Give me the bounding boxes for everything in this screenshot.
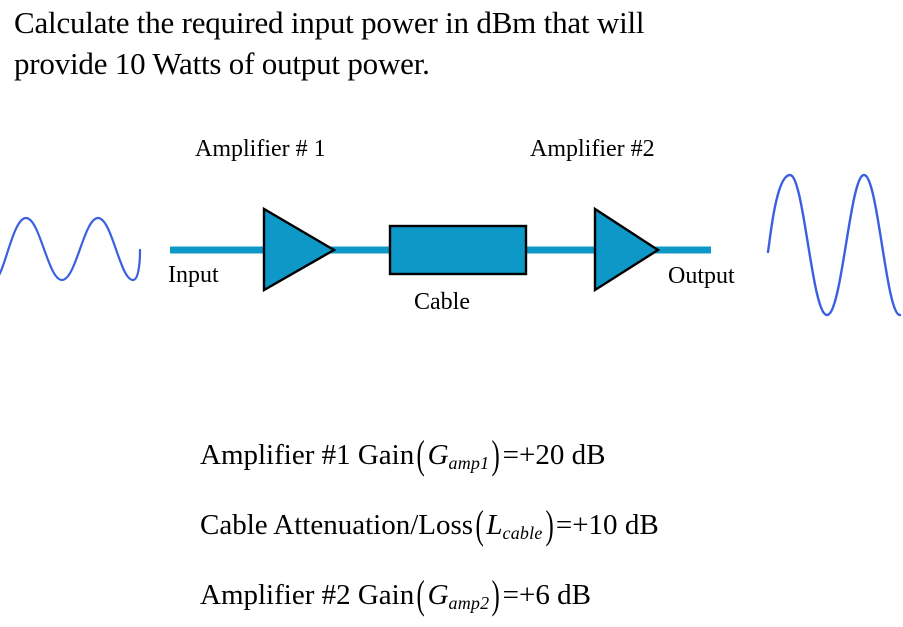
equation-symbol: L — [486, 509, 503, 541]
equation-subscript: amp1 — [448, 453, 490, 473]
equation-unit: dB — [624, 509, 659, 541]
cable-block-symbol — [388, 224, 528, 276]
equation-value: +20 — [519, 439, 565, 471]
equation-symbol: G — [427, 579, 449, 611]
input-sine-wave-icon — [0, 216, 142, 282]
amplifier-2-label: Amplifier #2 — [530, 136, 655, 162]
rf-cascade-diagram — [0, 120, 903, 335]
equation-operator: = — [555, 509, 573, 541]
prompt-line-2: provide 10 Watts of output power. — [14, 46, 430, 81]
equation-operator: = — [502, 439, 520, 471]
prompt-line-1: Calculate the required input power in dB… — [14, 5, 645, 40]
cable-label: Cable — [414, 289, 470, 315]
equation-value: +6 — [519, 579, 550, 611]
equation-label: Amplifier #1 Gain — [200, 439, 415, 471]
given-parameters: Amplifier #1 Gain(Gamp1)=+20 dB Cable At… — [0, 424, 903, 627]
equation-amp1-gain: Amplifier #1 Gain(Gamp1)=+20 dB — [200, 432, 606, 477]
amplifier-1-label: Amplifier # 1 — [195, 136, 326, 162]
equation-subscript: cable — [502, 523, 543, 543]
amplifier-1-symbol — [262, 206, 337, 293]
equation-cable-loss: Cable Attenuation/Loss(Lcable)=+10 dB — [200, 502, 659, 547]
output-label: Output — [668, 263, 735, 289]
input-label: Input — [168, 262, 219, 288]
page-title: Calculate the required input power in dB… — [14, 2, 874, 84]
equation-unit: dB — [571, 439, 606, 471]
equation-operator: = — [502, 579, 520, 611]
equation-label: Amplifier #2 Gain — [200, 579, 415, 611]
equation-amp2-gain: Amplifier #2 Gain(Gamp2)=+6 dB — [200, 572, 591, 617]
amplifier-2-symbol — [593, 206, 661, 293]
equation-subscript: amp2 — [448, 593, 490, 613]
equation-label: Cable Attenuation/Loss — [200, 509, 474, 541]
equation-symbol: G — [427, 439, 449, 471]
equation-value: +10 — [572, 509, 618, 541]
equation-unit: dB — [557, 579, 591, 611]
output-sine-wave-icon — [766, 173, 902, 317]
